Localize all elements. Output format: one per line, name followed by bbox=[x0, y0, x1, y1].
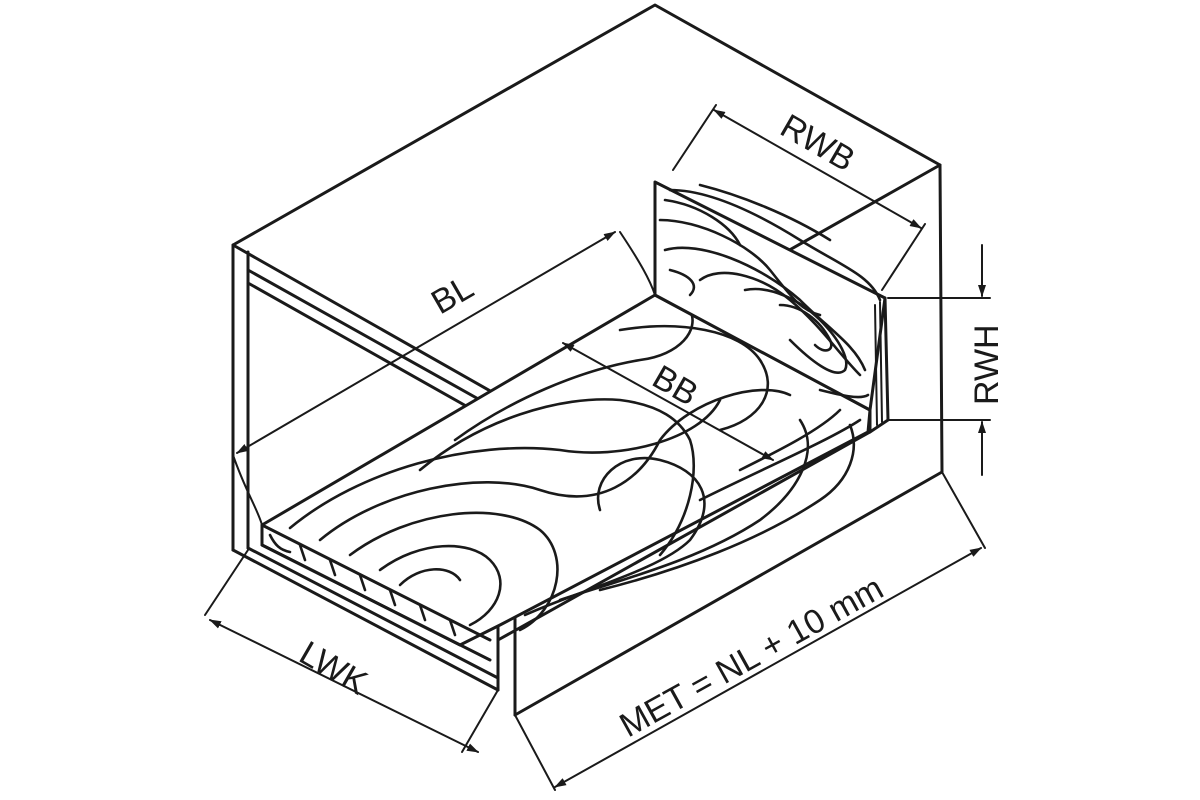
dimension-rwh: RWH bbox=[887, 244, 1006, 476]
drawer-back-panel bbox=[653, 180, 890, 434]
label-met: MET = NL + 10 mm bbox=[613, 569, 889, 745]
label-rwh: RWH bbox=[968, 324, 1006, 405]
label-bl: BL bbox=[425, 268, 480, 322]
label-lwk: LWK bbox=[293, 634, 374, 703]
